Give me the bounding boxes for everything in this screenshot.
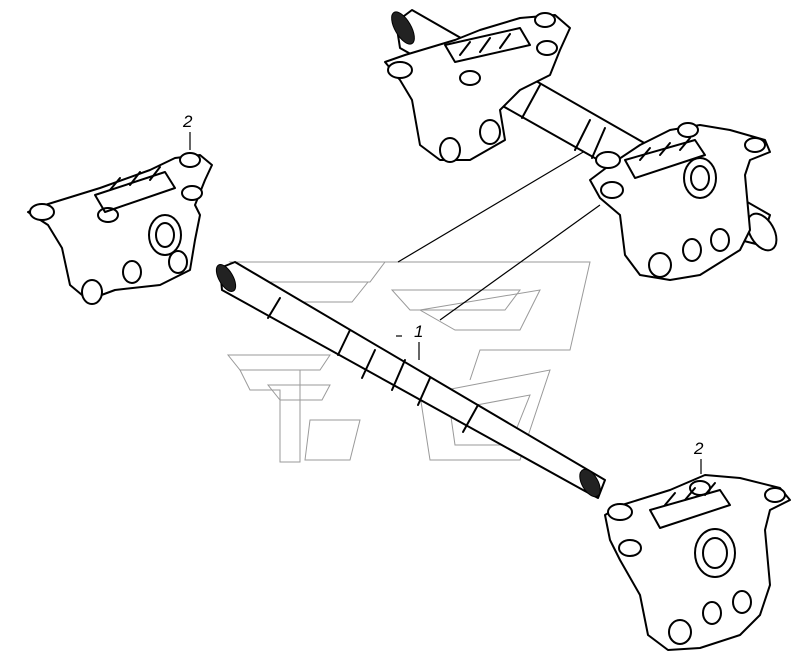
callout-bracket-bottom: 2 xyxy=(693,439,704,474)
callout-bracket-left: 2 xyxy=(182,112,193,150)
top-bracket-upper xyxy=(384,12,571,163)
bracket-part-left xyxy=(27,152,213,305)
bracket-part-bottom xyxy=(604,474,791,651)
callout-label-bracket-left: 2 xyxy=(182,112,193,131)
callout-label-shaft: 1 xyxy=(414,322,423,341)
callout-shaft: 1 xyxy=(396,322,423,360)
top-bracket-lower xyxy=(589,122,771,281)
callout-label-bracket-bottom: 2 xyxy=(693,439,704,458)
top-assembly xyxy=(384,9,778,281)
explode-guide-lines xyxy=(397,147,601,321)
shaft-part xyxy=(215,261,606,499)
